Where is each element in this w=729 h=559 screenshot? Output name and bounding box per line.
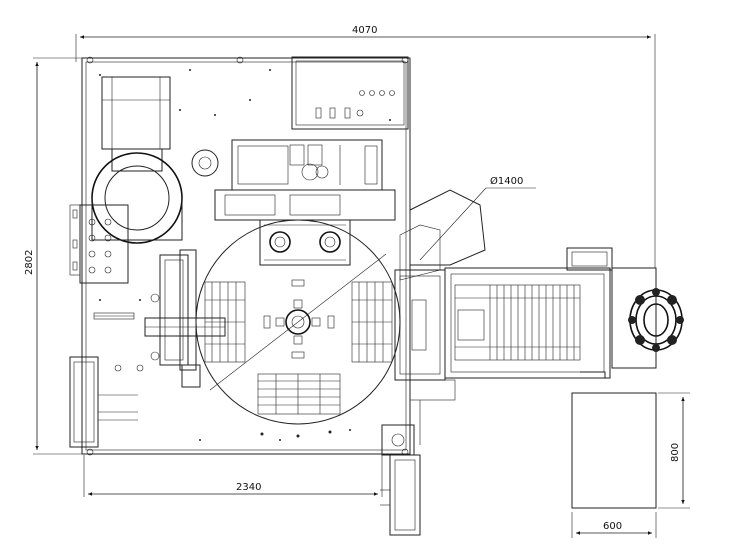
diameter-leader: Ø1400 [419,175,536,261]
rotary-table [195,219,401,425]
left-plate [69,204,129,284]
conveyor-slats [454,284,581,361]
dim-cabinet-width: 600 [603,521,622,532]
dimension-cabinet-width: 600 [571,512,657,538]
bottom-arm [380,424,421,536]
upper-assembly [191,139,396,266]
conveyor-module [444,247,657,379]
dimension-bottom-width: 2340 [83,455,383,497]
dimension-cabinet-height: 800 [658,392,690,509]
dim-table-diameter: Ø1400 [490,175,523,187]
left-lower-actuator [69,356,144,448]
dim-overall-height: 2802 [24,250,35,275]
transfer-arm [394,189,486,450]
dimension-top-width: 4070 [75,25,656,268]
dim-lower-width: 2340 [236,482,261,493]
left-feeder [93,249,226,388]
motor-unit [91,76,183,244]
dimension-left-height: 2802 [24,57,86,455]
output-roller [628,288,684,352]
dim-overall-width: 4070 [352,25,377,36]
dim-cabinet-height: 800 [670,443,681,462]
electrical-cabinet [571,392,657,509]
control-panel [291,56,409,130]
frame-holes [260,430,332,438]
